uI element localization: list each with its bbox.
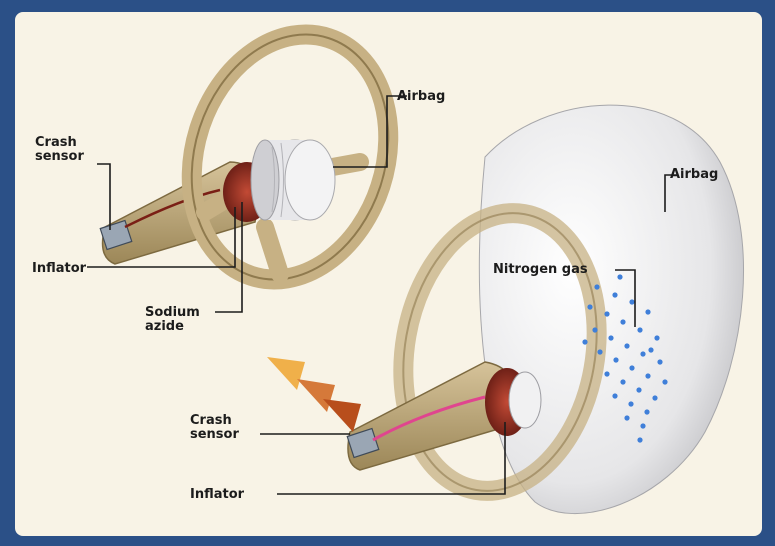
top-steering-assembly: [100, 12, 419, 305]
gas-dot: [620, 379, 625, 384]
label-top-airbag: Airbag: [397, 90, 445, 104]
gas-dot: [644, 409, 649, 414]
gas-dot: [594, 284, 599, 289]
gas-dot: [637, 327, 642, 332]
gas-dot: [624, 343, 629, 348]
airbag-diagram: [15, 12, 762, 536]
gas-dot: [648, 347, 653, 352]
label-top-crash-sensor: Crash sensor: [35, 136, 84, 164]
gas-dot: [620, 319, 625, 324]
gas-dot: [587, 304, 592, 309]
gas-dot: [636, 387, 641, 392]
gas-dot: [592, 327, 597, 332]
label-top-sodium-azide: Sodium azide: [145, 306, 200, 334]
gas-dot: [645, 373, 650, 378]
gas-dot: [640, 351, 645, 356]
gas-dot: [604, 371, 609, 376]
label-top-inflator: Inflator: [32, 262, 86, 276]
gas-dot: [617, 274, 622, 279]
gas-dot: [629, 365, 634, 370]
gas-dot: [640, 423, 645, 428]
gas-dot: [657, 359, 662, 364]
gas-dot: [612, 292, 617, 297]
gas-dot: [613, 357, 618, 362]
label-nitrogen-gas: Nitrogen gas: [493, 263, 588, 277]
gas-dot: [645, 309, 650, 314]
label-bottom-airbag: Airbag: [670, 168, 718, 182]
gas-dot: [628, 401, 633, 406]
top-folded-airbag: [251, 140, 335, 220]
gas-dot: [654, 335, 659, 340]
label-bottom-inflator: Inflator: [190, 488, 244, 502]
diagram-panel: Airbag Crash sensor Inflator Sodium azid…: [15, 12, 762, 536]
gas-dot: [604, 311, 609, 316]
gas-dot: [662, 379, 667, 384]
gas-dot: [652, 395, 657, 400]
label-bottom-crash-sensor: Crash sensor: [190, 414, 239, 442]
gas-dot: [637, 437, 642, 442]
gas-dot: [629, 299, 634, 304]
gas-dot: [582, 339, 587, 344]
gas-dot: [597, 349, 602, 354]
gas-dot: [624, 415, 629, 420]
gas-dot: [608, 335, 613, 340]
gas-dot: [612, 393, 617, 398]
crash-direction-arrows: [267, 357, 361, 432]
